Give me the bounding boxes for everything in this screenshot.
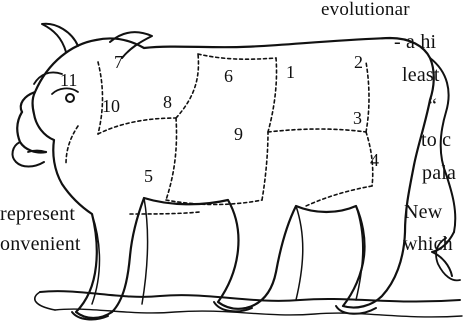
text-fragment-4: “: [428, 96, 437, 116]
cut-label-1: 1: [286, 62, 295, 82]
text-fragment-8: New: [404, 202, 442, 222]
cut-label-2: 2: [354, 52, 363, 72]
text-fragment-7: represent: [0, 204, 75, 224]
text-fragment-9: onvenient: [0, 234, 81, 254]
text-fragment-5: to c: [421, 130, 451, 150]
cut-label-10: 10: [102, 96, 120, 116]
text-fragment-3: least: [402, 65, 440, 85]
cut-label-4: 4: [370, 150, 379, 170]
cut-label-5: 5: [144, 166, 153, 186]
cut-label-11: 11: [60, 70, 77, 90]
cut-label-3: 3: [353, 108, 362, 128]
cut-label-8: 8: [163, 92, 172, 112]
text-fragment-6: pala: [422, 163, 456, 183]
text-fragment-2: - a hi: [394, 32, 436, 52]
cut-label-6: 6: [224, 66, 233, 86]
text-fragment-10: which: [403, 234, 453, 254]
cut-label-7: 7: [114, 52, 123, 72]
text-fragment-1: evolutionar: [321, 0, 410, 19]
cut-label-9: 9: [234, 124, 243, 144]
